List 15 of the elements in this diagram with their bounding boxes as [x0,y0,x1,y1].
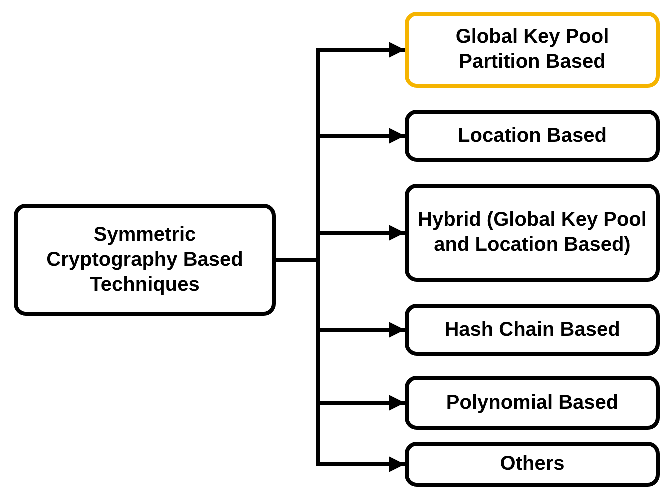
node-text: Hash Chain Based [444,318,620,342]
node-text: Others [500,452,565,477]
node-text: Hybrid (Global Key Pool and Location Based) [417,208,648,258]
technique-box [405,442,660,487]
technique-box [405,184,660,282]
category-box [14,204,276,316]
node-text: Symmetric Cryptography Based Techniques [46,222,244,298]
technique-box [405,12,660,88]
node-text: Location Based [458,124,607,148]
technique-box [405,304,660,356]
technique-box [405,376,660,430]
node-text: Global Key Pool Partition Based [454,25,610,75]
arrow [276,258,405,472]
node-text: Polynomial Based [446,390,619,416]
technique-box [405,110,660,162]
